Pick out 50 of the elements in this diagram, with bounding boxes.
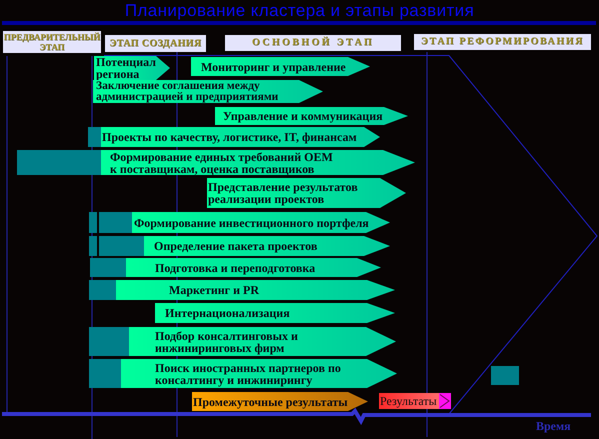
duration-bar [99,212,132,233]
phase-label: ПРЕДВАРИТЕЛЬНЫЙ ЭТАП [3,32,101,52]
duration-bar [89,212,97,233]
task-label: Заключение соглашения между администрацией и предприятиями [96,80,280,102]
duration-bar [88,127,101,147]
task-bar [129,327,396,356]
task-bar [126,258,381,277]
result-banner [379,393,451,409]
task-label: Представление результатов реализации проектов [208,181,359,205]
task-label: Подготовка и переподготовка [155,262,316,274]
phase-label: ОСНОВНОЙ ЭТАП [252,38,374,48]
duration-bar [17,150,101,175]
milestone-bar [192,392,368,411]
task-label: Определение пакета проектов [154,240,318,252]
task-bar [207,178,406,208]
duration-bar [89,327,129,356]
duration-bar [89,280,116,300]
task-label: Формирование инвестиционного портфеля [134,216,369,228]
task-label: Маркетинг и PR [169,284,260,296]
task-label: Формирование единых требований OEM к поставщикам, оценка поставщиков [110,150,334,174]
task-label: Мониторинг и управление [201,60,346,72]
task-bar [144,236,390,256]
task-label: Потенциал региона [96,56,156,80]
task-bar [191,57,370,76]
axis-label: Время [536,420,571,433]
diagram-title: Планирование кластера и этапы развития [124,0,476,21]
result-label: Результаты [380,394,437,408]
task-label: Интернационализация [165,307,290,319]
task-bar [132,212,390,233]
phase-header [414,34,591,50]
duration-bar [491,366,519,385]
duration-bar [89,236,97,256]
task-label: Подбор консалтинговых и инжиниринговых фирм [155,330,299,354]
task-label: Управление и коммуникация [223,110,383,122]
phase-label: ЭТАП СОЗДАНИЯ [110,38,202,48]
task-bar [101,150,415,175]
duration-bar [90,258,126,277]
task-bar [116,280,395,300]
phase-header [225,35,401,51]
task-label: Поиск иностранных партнеров по консалтингу и инжинирингу [155,362,342,386]
duration-bar [99,236,144,256]
task-bar [101,127,380,147]
duration-bar [89,359,121,388]
phase-label: ЭТАП РЕФОРМИРОВАНИЯ [421,37,584,47]
task-bar [121,359,397,388]
milestone-label: Промежуточные результаты [193,396,348,408]
task-label: Проекты по качеству, логистике, IT, финансам [102,131,357,143]
phase-header [105,35,206,52]
task-bar [215,107,408,125]
task-bar [155,303,395,323]
